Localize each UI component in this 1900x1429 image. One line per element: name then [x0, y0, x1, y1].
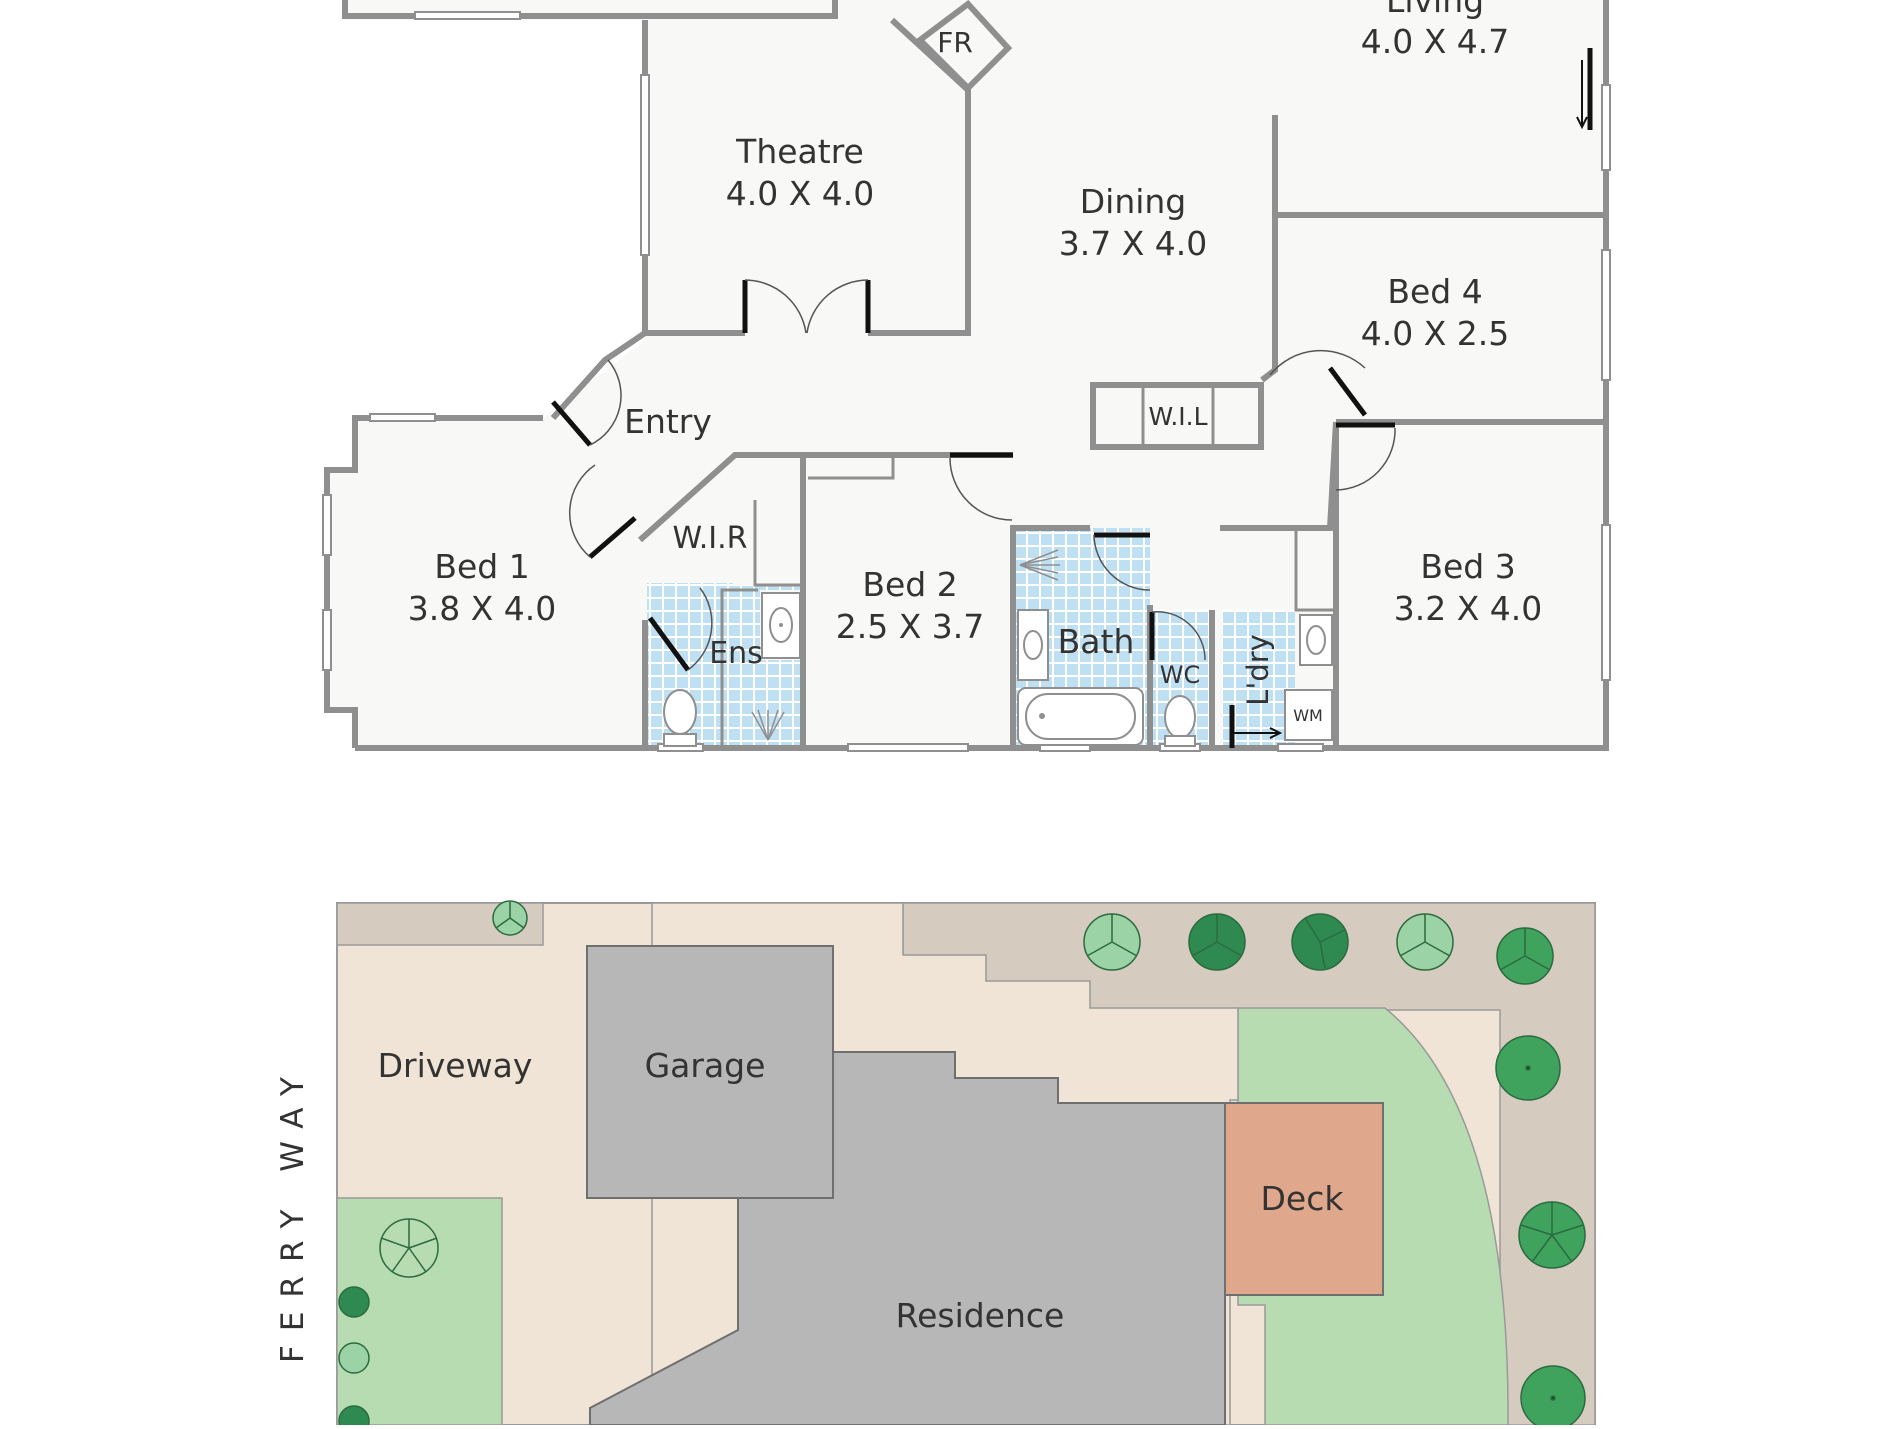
fireplace-label: FR: [937, 26, 973, 59]
wc-label: WC: [1160, 661, 1201, 689]
theatre-wall-east: [868, 17, 971, 336]
bed2-door: [949, 452, 1013, 521]
bath-label: Bath: [1058, 622, 1135, 661]
ensuite-label: Ens: [709, 636, 763, 671]
laundry-door-arrow: [1229, 705, 1283, 748]
room-size: 3.2 X 4.0: [1394, 589, 1543, 628]
walk-in-linen: W.I.L: [1090, 382, 1264, 450]
wc-door: [1149, 610, 1206, 661]
room-bed1: Bed 1 3.8 X 4.0: [408, 547, 557, 628]
wir-wall: [753, 500, 803, 587]
room-bed2: Bed 2 2.5 X 3.7: [836, 565, 985, 646]
street-name: FERRY WAY: [275, 1063, 311, 1363]
top-window: [414, 11, 521, 20]
room-name: Living: [1386, 0, 1484, 20]
bath-shower-rose: [1019, 549, 1060, 581]
bed4-door: [1269, 349, 1368, 417]
bath-door: [1093, 532, 1151, 591]
tree: [1083, 913, 1141, 971]
room-living: Living 4.0 X 4.7: [1361, 0, 1510, 61]
room-size: 3.8 X 4.0: [408, 589, 557, 628]
tree: [338, 1286, 370, 1318]
room-dining: Dining 3.7 X 4.0: [1059, 182, 1208, 263]
tree: [379, 1218, 439, 1278]
ens-vanity: [761, 592, 801, 659]
window-bed2: [847, 743, 969, 752]
room-size: 2.5 X 3.7: [836, 607, 985, 646]
room-name: Bed 4: [1387, 272, 1482, 311]
window-bed3: [1601, 524, 1611, 681]
washing-machine: WM: [1284, 689, 1333, 741]
room-name: Bed 1: [434, 547, 529, 586]
window-bed4: [1601, 249, 1611, 381]
tree: [492, 900, 528, 936]
room-size: 4.0 X 2.5: [1361, 314, 1510, 353]
window-ldry: [1277, 743, 1324, 752]
tree: [338, 1405, 370, 1429]
tree: [1396, 913, 1454, 971]
wir-floor: [733, 460, 803, 585]
bed3-door: [1335, 422, 1396, 491]
entry-label: Entry: [624, 402, 712, 441]
room-name: Bed 2: [862, 565, 957, 604]
wil-label: W.I.L: [1148, 402, 1207, 431]
laundry-trough: [1299, 614, 1333, 666]
tree: [1188, 913, 1246, 971]
window-bed1: [369, 413, 436, 422]
window-bed1-bay-b: [322, 609, 332, 671]
tree: [1291, 913, 1349, 971]
room-bed3: Bed 3 3.2 X 4.0: [1394, 547, 1543, 628]
laundry-label: L'dry: [1241, 634, 1275, 706]
laundry-wall: [1220, 421, 1339, 748]
laundry-robe: [1294, 528, 1336, 612]
window-bed1-bay-a: [322, 494, 332, 556]
tree: [1518, 1201, 1586, 1269]
deck-label: Deck: [1261, 1179, 1345, 1218]
fireplace: FR: [915, 0, 1013, 93]
ens-shower-wall: [720, 588, 758, 748]
room-name: Bed 3: [1420, 547, 1515, 586]
bed1-wall: [637, 452, 806, 748]
site-plan: Driveway Garage Deck Residence FERRY WAY: [275, 900, 1596, 1429]
bed2-robe: [808, 455, 895, 480]
room-size: 4.0 X 4.0: [726, 174, 875, 213]
room-theatre: Theatre 4.0 X 4.0: [726, 132, 875, 213]
exterior-wall-west: [324, 415, 543, 748]
garage: [586, 945, 834, 1199]
deck: [1224, 1102, 1384, 1296]
tree: [1495, 1035, 1561, 1101]
floor-plan: FR W.I.L: [322, 0, 1611, 752]
room-name: Theatre: [735, 132, 864, 171]
driveway-label: Driveway: [378, 1046, 533, 1085]
theatre-double-door: [742, 279, 871, 334]
room-size: 3.7 X 4.0: [1059, 224, 1208, 263]
wc-toilet: [1164, 695, 1196, 747]
top-wall: [342, 0, 838, 19]
wir-label: W.I.R: [673, 521, 748, 556]
room-size: 4.0 X 4.7: [1361, 22, 1510, 61]
tree: [1520, 1365, 1586, 1429]
entry-door: [551, 359, 622, 447]
ens-toilet: [663, 689, 697, 747]
entry-wall: [550, 330, 647, 421]
room-bed4: Bed 4 4.0 X 2.5: [1361, 272, 1510, 353]
wm-label: WM: [1293, 706, 1323, 725]
tree-group: [338, 900, 1586, 1429]
garage-label: Garage: [645, 1046, 766, 1085]
ens-door: [647, 587, 713, 672]
room-name: Dining: [1080, 182, 1187, 221]
tree: [1496, 927, 1554, 985]
bed1-door: [568, 464, 637, 559]
tree: [338, 1342, 370, 1374]
window-theatre: [640, 74, 650, 256]
bathtub: [1017, 687, 1144, 746]
window-living: [1601, 84, 1611, 171]
residence-label: Residence: [896, 1296, 1065, 1335]
living-door-arrow: [1576, 48, 1593, 130]
ens-shower-rose: [751, 709, 785, 741]
bath-vanity: [1017, 609, 1049, 681]
